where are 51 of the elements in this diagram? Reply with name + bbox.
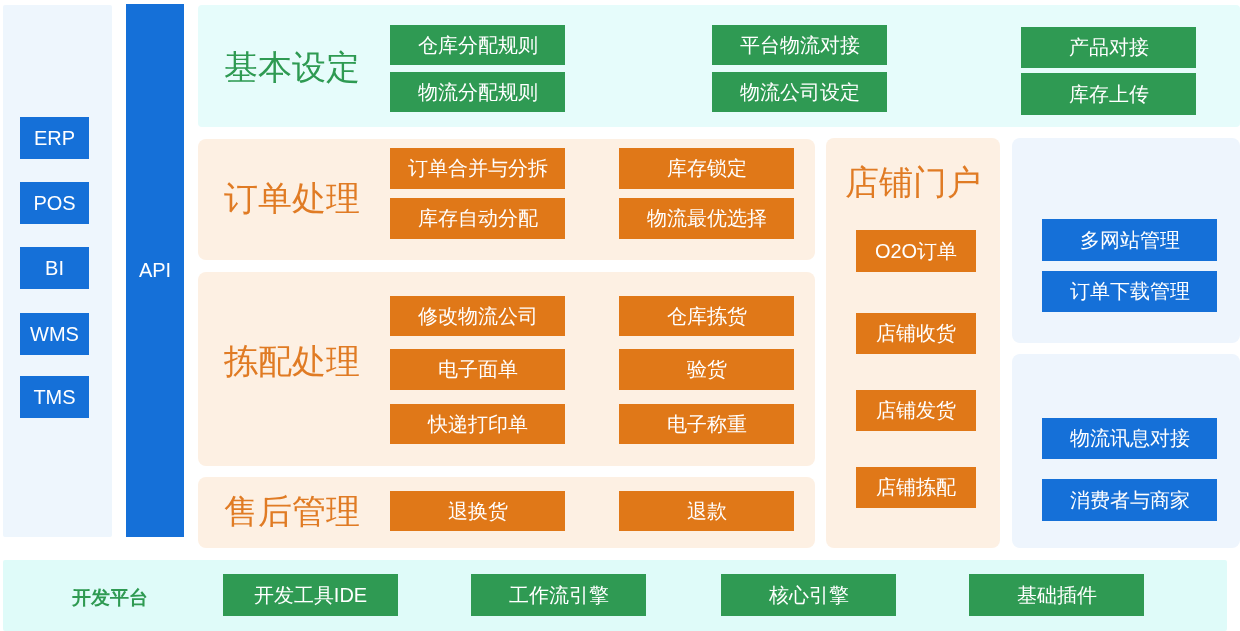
feature-box: 订单下载管理	[1042, 271, 1217, 312]
feature-box: 工作流引擎	[471, 574, 646, 616]
feature-box: 基础插件	[969, 574, 1144, 616]
panel-title: 订单处理	[222, 178, 361, 220]
feature-box: BI	[20, 247, 89, 289]
module-panel	[198, 5, 1240, 127]
feature-box: 物流最优选择	[619, 198, 794, 239]
feature-box: 店铺收货	[856, 313, 976, 354]
feature-box: 产品对接	[1021, 27, 1196, 68]
feature-box: 店铺发货	[856, 390, 976, 431]
module-panel	[1012, 354, 1240, 548]
feature-box: 仓库拣货	[619, 296, 794, 336]
system-panel	[3, 5, 112, 537]
feature-box: 验货	[619, 349, 794, 390]
feature-box: WMS	[20, 313, 89, 355]
feature-box: 快递打印单	[390, 404, 565, 444]
feature-box: ERP	[20, 117, 89, 159]
feature-box: 物流公司设定	[712, 72, 887, 112]
feature-box: 库存自动分配	[390, 198, 565, 239]
feature-box: 物流讯息对接	[1042, 418, 1217, 459]
panel-title: 基本设定	[222, 47, 361, 89]
feature-box: 电子面单	[390, 349, 565, 390]
feature-box: 库存上传	[1021, 73, 1196, 115]
feature-box: 平台物流对接	[712, 25, 887, 65]
feature-box: 退款	[619, 491, 794, 531]
feature-box: 修改物流公司	[390, 296, 565, 336]
module-panel	[198, 139, 815, 260]
feature-box: 消费者与商家	[1042, 479, 1217, 521]
feature-box: TMS	[20, 376, 89, 418]
feature-box: 多网站管理	[1042, 219, 1217, 261]
feature-box: 退换货	[390, 491, 565, 531]
feature-box: 开发工具IDE	[223, 574, 398, 616]
feature-box: 电子称重	[619, 404, 794, 444]
feature-box: POS	[20, 182, 89, 224]
feature-box: 订单合并与分拆	[390, 148, 565, 189]
panel-title: 拣配处理	[222, 341, 361, 383]
panel-title: 开发平台	[71, 585, 149, 610]
feature-box: 核心引擎	[721, 574, 896, 616]
api-bar: API	[126, 4, 184, 537]
module-panel	[826, 138, 1000, 548]
feature-box: O2O订单	[856, 230, 976, 272]
feature-box: 库存锁定	[619, 148, 794, 189]
module-panel	[198, 477, 815, 548]
feature-box: 仓库分配规则	[390, 25, 565, 65]
panel-title: 店铺门户	[844, 162, 982, 204]
feature-box: 店铺拣配	[856, 467, 976, 508]
module-panel	[198, 272, 815, 466]
module-panel	[1012, 138, 1240, 343]
panel-title: 售后管理	[222, 491, 361, 533]
feature-box: 物流分配规则	[390, 72, 565, 112]
platform-band	[3, 560, 1227, 631]
